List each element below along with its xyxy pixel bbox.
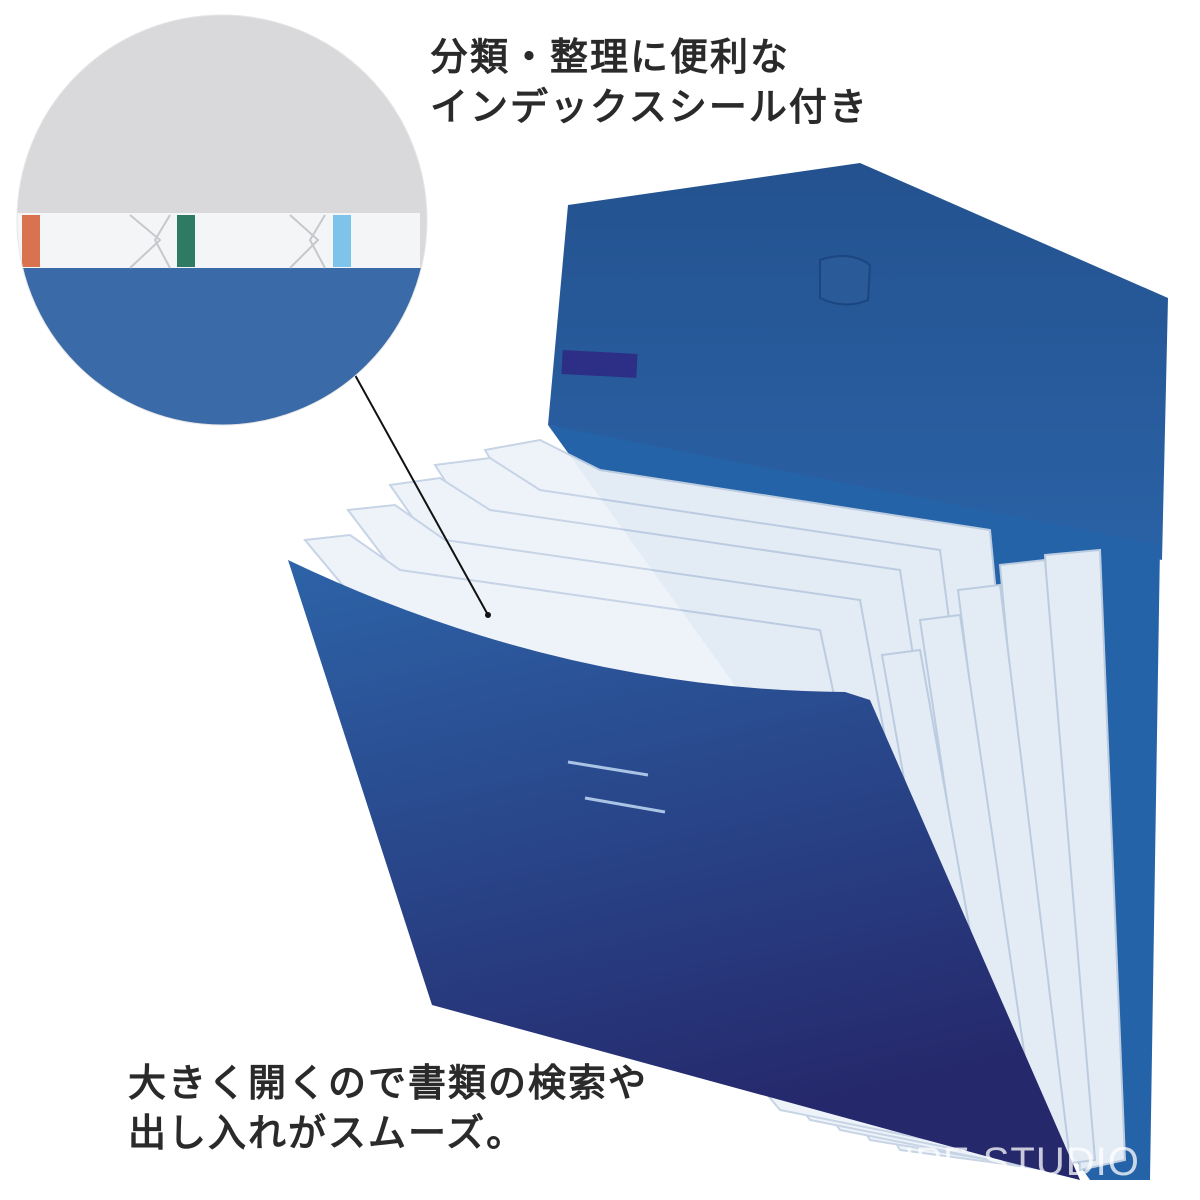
caption-top-line-1: 分類・整理に便利な	[430, 34, 791, 79]
callout-line	[354, 374, 489, 616]
flap-label-band	[561, 350, 638, 378]
magnified-detail	[17, 15, 427, 425]
caption-bottom-line-2: 出し入れがスムーズ。	[128, 1110, 527, 1155]
caption-bottom: 大きく開くので書類の検索や 出し入れがスムーズ。	[128, 1058, 648, 1158]
caption-top: 分類・整理に便利な インデックスシール付き	[430, 32, 869, 132]
watermark-logo: LOUPE STUDIO	[830, 1140, 1140, 1184]
caption-bottom-line-1: 大きく開くので書類の検索や	[128, 1060, 649, 1105]
folder-flap	[548, 163, 1168, 560]
front-slits	[567, 760, 666, 814]
folder-front-panel	[288, 560, 1080, 1180]
caption-top-line-2: インデックスシール付き	[430, 84, 869, 129]
